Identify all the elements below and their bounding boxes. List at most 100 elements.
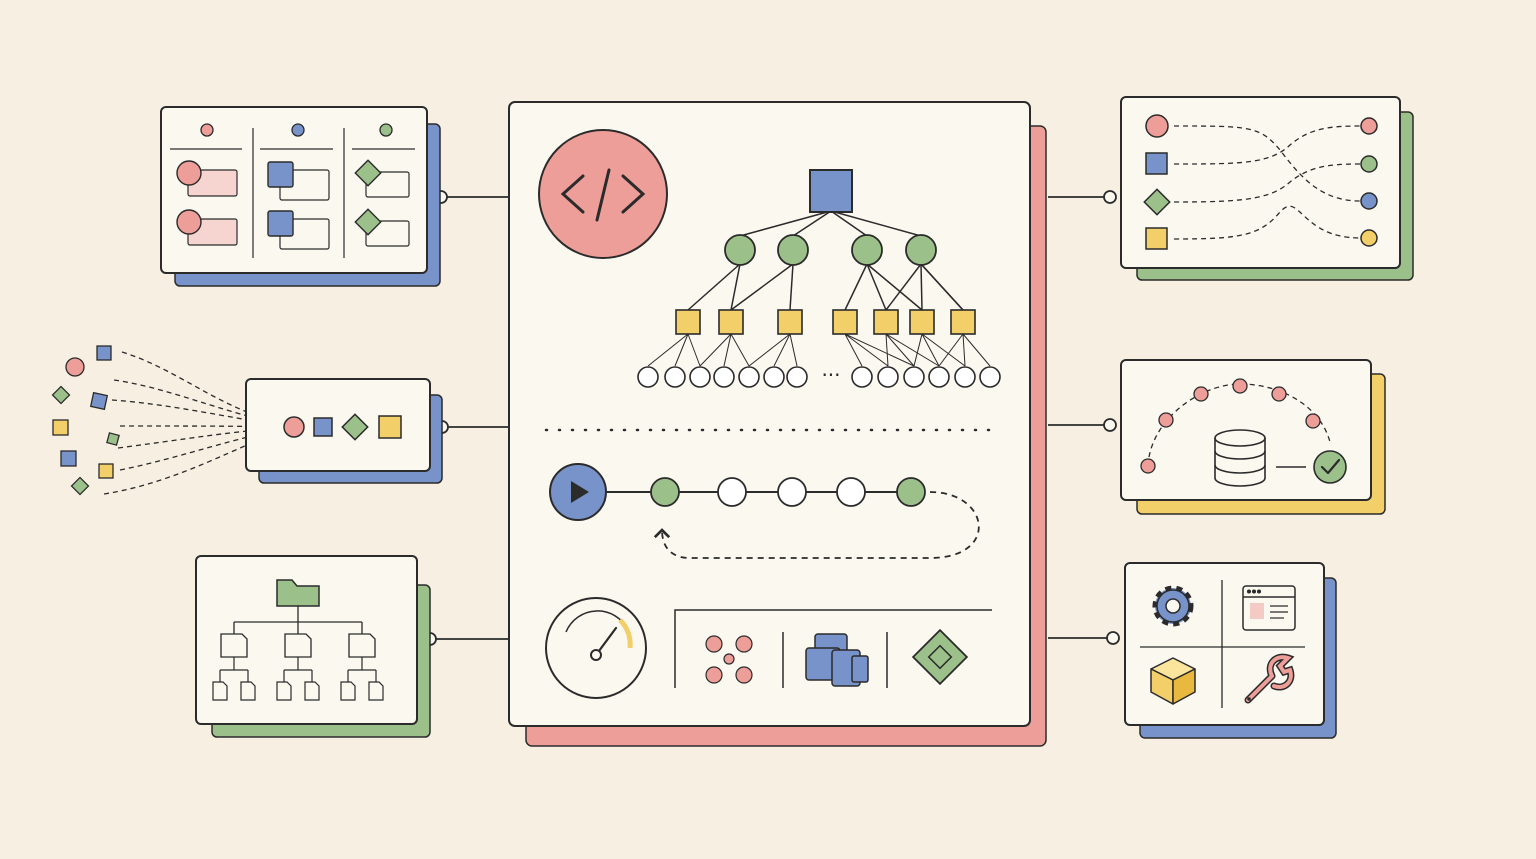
- connector-database-dot: [1103, 418, 1117, 432]
- center-panel: ···: [508, 101, 1047, 747]
- tree-ellipsis: ···: [821, 363, 840, 387]
- tree-leaf-node: [718, 309, 744, 335]
- tree-output-node: [851, 366, 873, 388]
- file-icon: [304, 681, 320, 701]
- tree-edge: [792, 210, 832, 237]
- code-brackets-icon: [538, 129, 668, 259]
- check-icon: [1313, 450, 1347, 484]
- tree-edge: [730, 263, 741, 311]
- sorted-items: [283, 413, 402, 441]
- folder-icon: [276, 579, 320, 607]
- kanban-panel: [160, 106, 441, 287]
- browser-window-icon[interactable]: [1242, 585, 1296, 631]
- tree-edge: [844, 333, 889, 367]
- gear-icon[interactable]: [1152, 585, 1194, 627]
- kanban-card-marker: [176, 209, 202, 235]
- wrench-icon[interactable]: [1244, 653, 1295, 704]
- tree-edge: [921, 333, 940, 367]
- kanban-card-marker: [354, 208, 382, 236]
- tree-edge: [789, 333, 798, 367]
- tree-leaf-node: [873, 309, 899, 335]
- tree-edge: [962, 333, 966, 367]
- subfolder-icon: [284, 633, 312, 658]
- stream-sorter: [51, 345, 443, 496]
- tree-edge: [920, 263, 964, 311]
- tree-output-node: [877, 366, 899, 388]
- tree-mid-node: [724, 234, 756, 266]
- tree-edge: [844, 333, 915, 367]
- tree-edge: [730, 333, 750, 367]
- tree-edge: [921, 333, 966, 367]
- tree-edge: [789, 263, 794, 311]
- cube-icon[interactable]: [1150, 657, 1196, 705]
- database-panel: [1120, 359, 1386, 515]
- kanban-column-header-dot: [379, 123, 393, 137]
- tree-edge: [687, 333, 701, 367]
- connector-tools-dot: [1106, 631, 1120, 645]
- tree-output-node: [903, 366, 925, 388]
- database-icon: [1214, 429, 1266, 487]
- tree-output-node: [954, 366, 976, 388]
- tree-edge: [844, 263, 868, 311]
- center-panel-card: [508, 101, 1031, 727]
- file-icon: [340, 681, 356, 701]
- diamond-layer-icon: [911, 628, 969, 686]
- tree-output-node: [928, 366, 950, 388]
- pipeline-loop: [653, 491, 980, 559]
- tree-root-node: [809, 169, 853, 213]
- tree-mid-node: [905, 234, 937, 266]
- kanban-columns: [176, 123, 410, 250]
- matching-panel: [1120, 96, 1414, 281]
- tree-edge: [885, 263, 922, 311]
- bottom-toolbar: [674, 609, 992, 688]
- tree-edge: [885, 333, 889, 367]
- pipeline-node: [650, 477, 680, 507]
- tree-edge: [730, 263, 794, 311]
- tree-output-node: [763, 366, 785, 388]
- pipeline-node: [896, 477, 926, 507]
- tree-mid-node: [777, 234, 809, 266]
- tree-edge: [885, 333, 940, 367]
- tree-edge: [920, 263, 923, 311]
- tree-edge: [866, 263, 887, 311]
- tree-edge: [674, 333, 689, 367]
- matching-lines: [1173, 125, 1361, 240]
- tree-edge: [699, 333, 732, 367]
- tree-edge: [748, 333, 791, 367]
- tree-edge: [844, 333, 863, 367]
- database-arc-dots: [1140, 378, 1321, 474]
- kanban-column-header-dot: [200, 123, 214, 137]
- file-icon: [368, 681, 384, 701]
- play-icon[interactable]: [549, 463, 607, 521]
- tree-edge: [723, 333, 732, 367]
- kanban-card-marker: [354, 159, 382, 187]
- file-icon: [212, 681, 228, 701]
- dots-cluster-icon: [705, 635, 753, 684]
- tree-edge: [773, 333, 791, 367]
- tree-mid-node: [851, 234, 883, 266]
- tree-output-node: [689, 366, 711, 388]
- tree-edge: [885, 333, 915, 367]
- matching-left-items: [1143, 114, 1171, 250]
- tree-edges: [647, 210, 991, 367]
- speedometer-icon: [545, 597, 647, 699]
- tree-output-node: [979, 366, 1001, 388]
- kanban-card-marker: [176, 160, 202, 186]
- tree-output-node: [637, 366, 659, 388]
- subfolder-icon: [348, 633, 376, 658]
- pipeline-nodes: [650, 477, 926, 507]
- subfolder-icon: [220, 633, 248, 658]
- file-tree-panel: [195, 555, 431, 738]
- kanban-card-marker: [267, 161, 294, 188]
- tree-leaf-node: [832, 309, 858, 335]
- connector-matching-dot: [1103, 190, 1117, 204]
- tree-edge: [866, 263, 923, 311]
- file-icon: [240, 681, 256, 701]
- tree-output-node: [738, 366, 760, 388]
- scattered-items: [51, 345, 120, 496]
- matching-right-items: [1360, 117, 1378, 247]
- kanban-card-marker: [267, 210, 294, 237]
- tools-panel: [1124, 562, 1337, 739]
- tree-edge: [830, 210, 922, 237]
- tree-edge: [830, 210, 868, 237]
